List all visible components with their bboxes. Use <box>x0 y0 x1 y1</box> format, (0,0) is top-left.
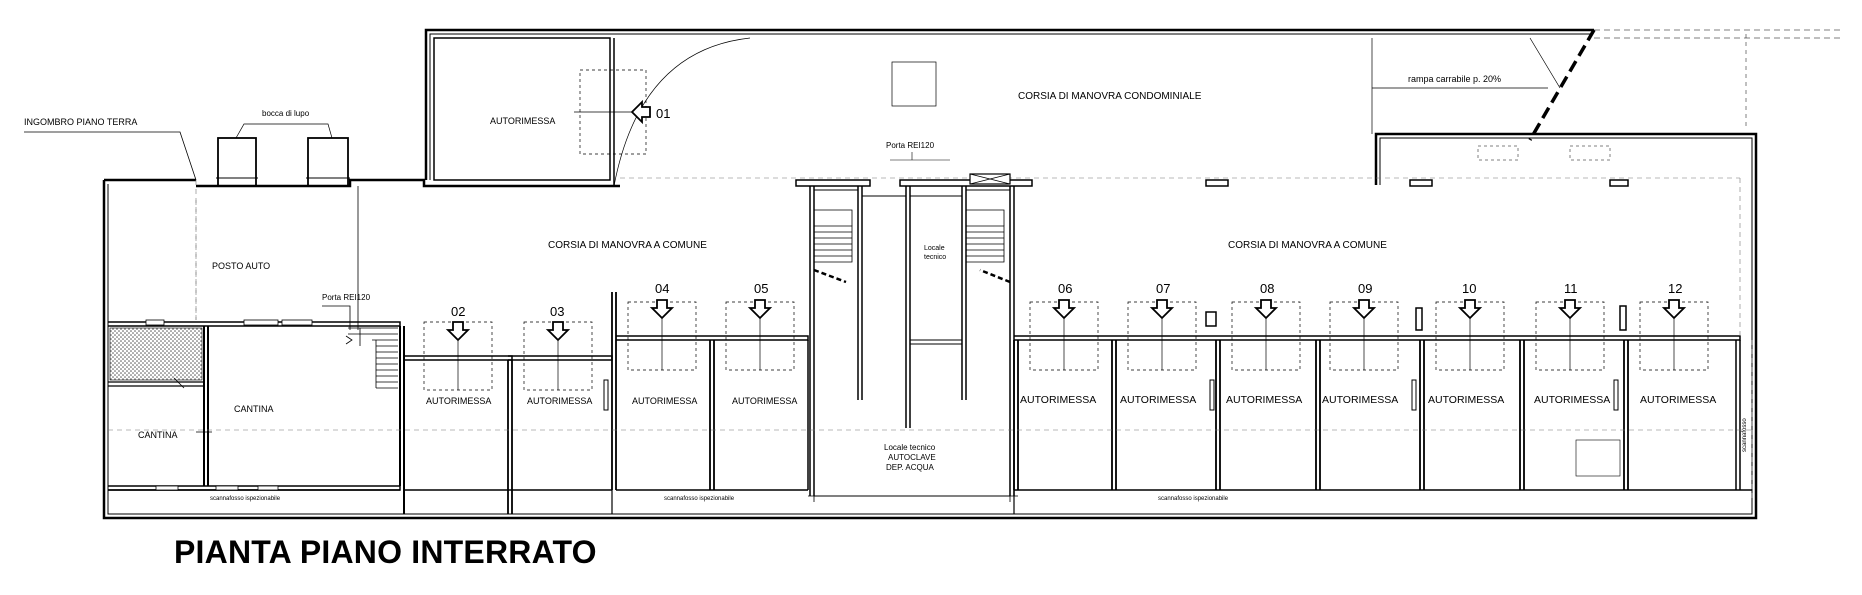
label-scannafosso-3: scannafosso ispezionabile <box>1158 496 1229 502</box>
garage-label-04: AUTORIMESSA <box>632 396 697 406</box>
garage-label-08: AUTORIMESSA <box>1226 394 1302 406</box>
parking-bays <box>423 69 1709 391</box>
entry-arrow-icon <box>1457 299 1483 320</box>
label-ingombro: INGOMBRO PIANO TERRA <box>24 117 137 127</box>
garage-number-02: 02 <box>451 304 465 319</box>
construction-lines <box>108 177 1753 500</box>
entry-arrow-icon <box>1253 299 1279 320</box>
label-posto-auto: POSTO AUTO <box>212 261 270 271</box>
label-locale-tecnico-1: Locale <box>924 245 945 252</box>
label-locale-tecnico-2: tecnico <box>924 254 946 261</box>
label-autoclave-3: DEP. ACQUA <box>886 463 935 472</box>
label-corsia-comune-right: CORSIA DI MANOVRA A COMUNE <box>1228 240 1387 251</box>
garage-number-11: 11 <box>1564 281 1578 296</box>
plan-title: PIANTA PIANO INTERRATO <box>174 534 597 570</box>
garage-label-09: AUTORIMESSA <box>1322 394 1398 406</box>
label-corsia-comune-left: CORSIA DI MANOVRA A COMUNE <box>548 240 707 251</box>
entry-arrow-icon <box>545 321 571 342</box>
garage-label-02: AUTORIMESSA <box>426 396 491 406</box>
garage-label-11: AUTORIMESSA <box>1534 394 1610 406</box>
entry-arrow-icon <box>1557 299 1583 320</box>
entry-arrow-icon <box>1149 299 1175 320</box>
label-scannafosso-2: scannafosso ispezionabile <box>664 496 735 502</box>
garage-label-01: AUTORIMESSA <box>490 116 555 126</box>
label-rampa: rampa carrabile p. 20% <box>1408 74 1501 84</box>
label-autoclave-1: Locale tecnico <box>884 443 936 452</box>
ramp <box>613 29 1747 187</box>
stairs <box>345 173 1011 389</box>
entry-arrow-icon <box>1351 299 1377 320</box>
garage-number-08: 08 <box>1260 281 1274 296</box>
garage-label-12: AUTORIMESSA <box>1640 394 1716 406</box>
label-corsia-condominiale: CORSIA DI MANOVRA CONDOMINIALE <box>1018 91 1202 102</box>
label-scannafosso-1: scannafosso ispezionabile <box>210 496 281 502</box>
entry-arrow-icon <box>747 299 773 320</box>
entry-arrow-icon <box>649 299 675 320</box>
garage-label-06: AUTORIMESSA <box>1020 394 1096 406</box>
garage-number-05: 05 <box>754 281 768 296</box>
garage-label-03: AUTORIMESSA <box>527 396 592 406</box>
door-marks <box>173 305 1018 502</box>
garage-label-10: AUTORIMESSA <box>1428 394 1504 406</box>
garage-number-09: 09 <box>1358 281 1372 296</box>
garage-number-12: 12 <box>1668 281 1682 296</box>
walls <box>102 28 1840 520</box>
entry-arrow-icon <box>630 99 651 125</box>
garage-number-10: 10 <box>1462 281 1476 296</box>
garage-number-06: 06 <box>1058 281 1072 296</box>
garage-number-07: 07 <box>1156 281 1170 296</box>
label-porta-rei-left: Porta REI120 <box>322 293 371 302</box>
garage-number-03: 03 <box>550 304 564 319</box>
entry-arrow-icon <box>445 321 471 342</box>
garage-label-07: AUTORIMESSA <box>1120 394 1196 406</box>
garage-number-01: 01 <box>656 106 670 121</box>
label-cantina-a: CANTINA <box>234 404 274 414</box>
label-cantina-b: CANTINA <box>138 430 178 440</box>
bocca-di-lupo-shafts <box>216 123 350 187</box>
garage-label-05: AUTORIMESSA <box>732 396 797 406</box>
hatched-cantina <box>109 327 203 381</box>
ingombro-callout <box>24 131 197 181</box>
wall-openings <box>145 319 313 491</box>
garage-number-04: 04 <box>655 281 669 296</box>
bay-axes <box>357 186 1621 477</box>
label-scannafosso-side: scannafosso <box>1742 418 1748 452</box>
entry-arrow-icon <box>1661 299 1687 320</box>
entry-arrow-icon <box>1051 299 1077 320</box>
label-porta-rei-top: Porta REI120 <box>886 141 935 150</box>
label-autoclave-2: AUTOCLAVE <box>888 453 936 462</box>
label-bocca-di-lupo: bocca di lupo <box>262 109 310 118</box>
